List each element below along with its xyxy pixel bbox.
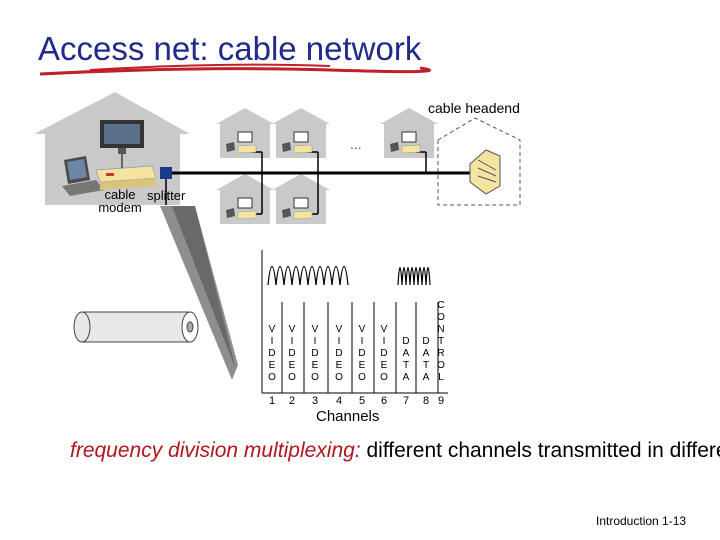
channel-1-number: 1	[268, 395, 276, 407]
channels-axis-label: Channels	[316, 408, 380, 425]
cable-modem-icon	[95, 165, 157, 190]
channel-8-number: 8	[422, 395, 430, 407]
channel-6-label: V I D E O	[380, 324, 388, 383]
channel-3-number: 3	[311, 395, 319, 407]
channel-2-number: 2	[288, 395, 296, 407]
ellipsis-label: ...	[350, 136, 362, 152]
tv-icon	[100, 120, 144, 154]
caption-highlight: frequency division multiplexing:	[70, 439, 361, 462]
caption-rest: different channels transmitted in differ…	[366, 439, 720, 462]
headend-outline	[437, 117, 521, 206]
zoom-cone	[160, 206, 238, 380]
slide-footer: Introduction 1-13	[596, 514, 687, 528]
waveform-high	[397, 266, 431, 286]
channel-7-label: D A T A	[402, 336, 410, 383]
channel-9-label: C O N T R O L	[437, 300, 445, 383]
waveform-low	[267, 265, 349, 286]
channel-7-number: 7	[402, 395, 410, 407]
channel-4-label: V I D E O	[335, 324, 343, 383]
channel-2-label: V I D E O	[288, 324, 296, 383]
channel-5-label: V I D E O	[358, 324, 366, 383]
splitter-icon	[160, 167, 172, 179]
cable-modem-label: cable modem	[98, 187, 142, 215]
page-title: Access net: cable network	[38, 30, 422, 67]
channel-3-label: V I D E O	[311, 324, 319, 383]
channel-9-number: 9	[437, 395, 445, 407]
channel-1-label: V I D E O	[268, 324, 276, 383]
cable-headend-label: cable headend	[428, 100, 520, 116]
computer-icon	[62, 156, 104, 196]
cable-cross-section	[73, 311, 199, 343]
channel-5-number: 5	[358, 395, 366, 407]
channel-8-label: D A T A	[422, 336, 430, 383]
title-underline	[39, 66, 431, 76]
headend-equipment-icon	[469, 149, 501, 195]
splitter-label: splitter	[147, 188, 186, 203]
channel-6-number: 6	[380, 395, 388, 407]
channel-4-number: 4	[335, 395, 343, 407]
mini-devices	[226, 131, 421, 220]
caption: frequency division multiplexing: differe…	[70, 437, 720, 465]
